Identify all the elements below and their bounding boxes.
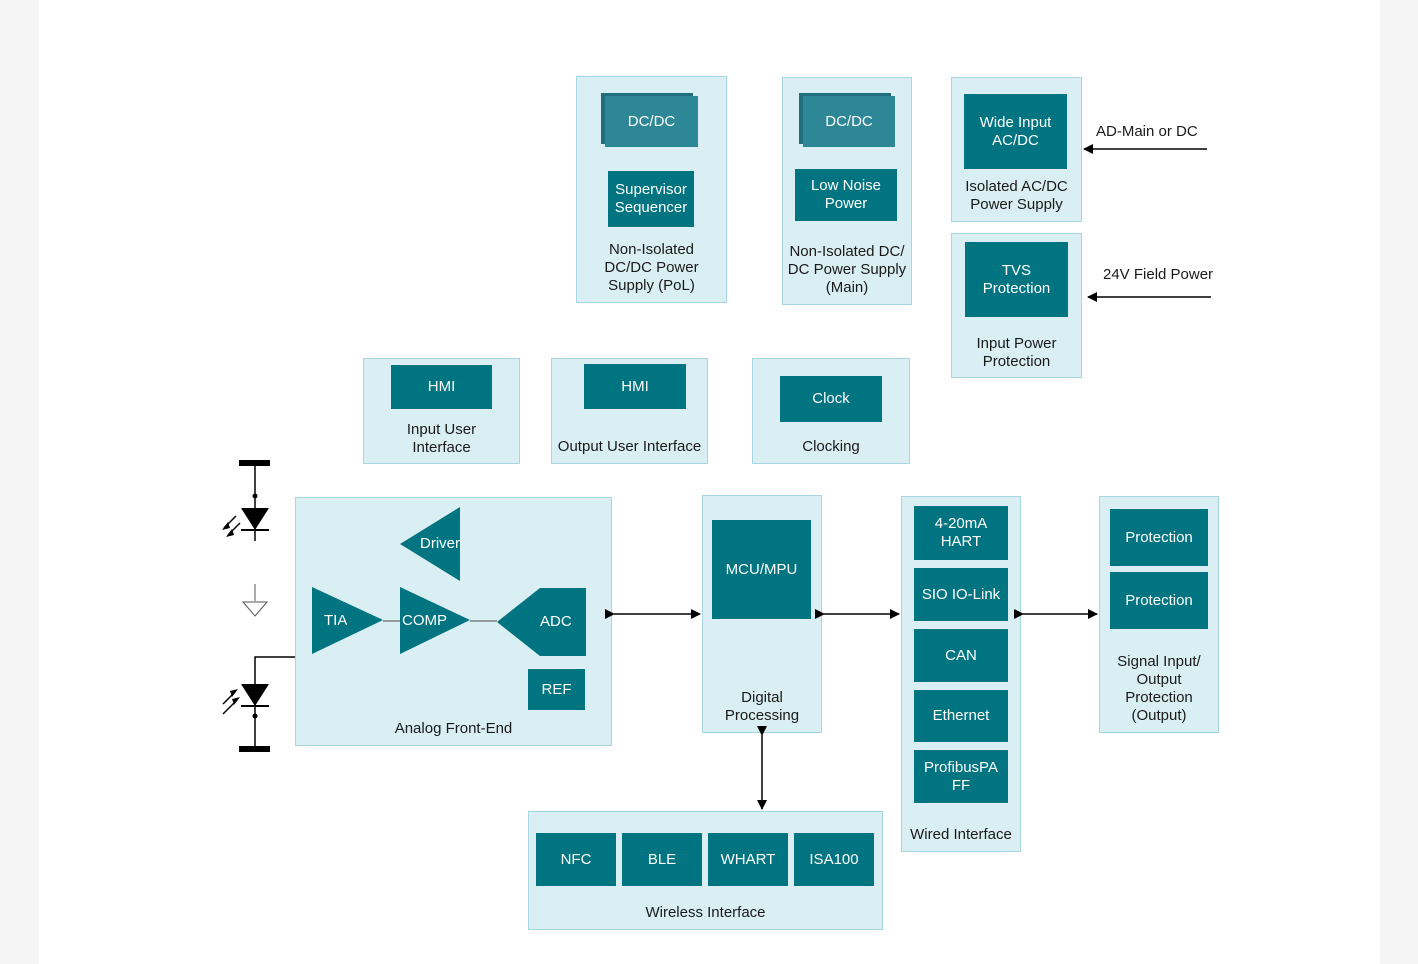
protection-block-1: Protection	[1110, 509, 1208, 566]
low-noise-power-block: Low Noise Power	[795, 169, 897, 221]
wired-interface-caption: Wired Interface	[910, 826, 1012, 843]
field-power-label: 24V Field Power	[1103, 266, 1214, 283]
mcu-mpu-block: MCU/MPU	[712, 520, 811, 619]
wireless-item-nfc: NFC	[536, 833, 616, 886]
pol-power-caption: Non-Isolated DC/DC Power Supply (PoL)	[604, 241, 699, 294]
wide-input-acdc-block: Wide Input AC/DC	[964, 94, 1067, 169]
driver-triangle	[400, 507, 460, 581]
wired-item-can: CAN	[914, 629, 1008, 682]
adc-shape	[497, 588, 586, 656]
wired-item-ethernet: Ethernet	[914, 690, 1008, 742]
ref-block: REF	[528, 669, 585, 710]
wired-item-profibus: ProfibusPA FF	[914, 750, 1008, 803]
hmi-input-block: HMI	[391, 365, 492, 409]
wireless-item-whart: WHART	[708, 833, 788, 886]
wired-item-hart: 4-20mA HART	[914, 506, 1008, 560]
ad-main-label: AD-Main or DC	[1096, 123, 1198, 140]
tvs-protection-block: TVS Protection	[965, 242, 1068, 317]
wireless-item-isa100: ISA100	[794, 833, 874, 886]
main-dcdc-block: DC/DC	[803, 96, 895, 147]
tia-label: TIA	[324, 612, 348, 629]
ground-symbol	[241, 584, 269, 617]
comp-triangle	[400, 587, 470, 654]
clocking-caption: Clocking	[802, 438, 860, 455]
comp-label: COMP	[402, 612, 447, 629]
output-ui-caption: Output User Interface	[557, 438, 702, 455]
led-symbol	[222, 460, 270, 541]
afe-caption: Analog Front-End	[394, 720, 513, 737]
wireless-item-ble: BLE	[622, 833, 702, 886]
adc-label: ADC	[540, 613, 572, 630]
main-power-caption: Non-Isolated DC/ DC Power Supply (Main)	[787, 243, 907, 296]
tia-triangle	[312, 587, 383, 654]
supervisor-sequencer-block: Supervisor Sequencer	[608, 171, 694, 227]
photodiode-symbol	[222, 656, 295, 752]
signal-protection-caption: Signal Input/ Output Protection (Output)	[1117, 653, 1201, 724]
digital-processing-caption: Digital Processing	[724, 689, 800, 724]
clock-block: Clock	[780, 376, 882, 422]
input-protection-caption: Input Power Protection	[976, 335, 1057, 370]
wireless-interface-caption: Wireless Interface	[645, 904, 766, 921]
driver-label: Driver	[420, 535, 460, 552]
isolated-power-caption: Isolated AC/DC Power Supply	[965, 178, 1068, 213]
pol-dcdc-block: DC/DC	[605, 96, 698, 147]
wired-item-iolink: SIO IO-Link	[914, 568, 1008, 621]
hmi-output-block: HMI	[584, 364, 686, 409]
input-ui-caption: Input User Interface	[406, 421, 477, 456]
protection-block-2: Protection	[1110, 572, 1208, 629]
